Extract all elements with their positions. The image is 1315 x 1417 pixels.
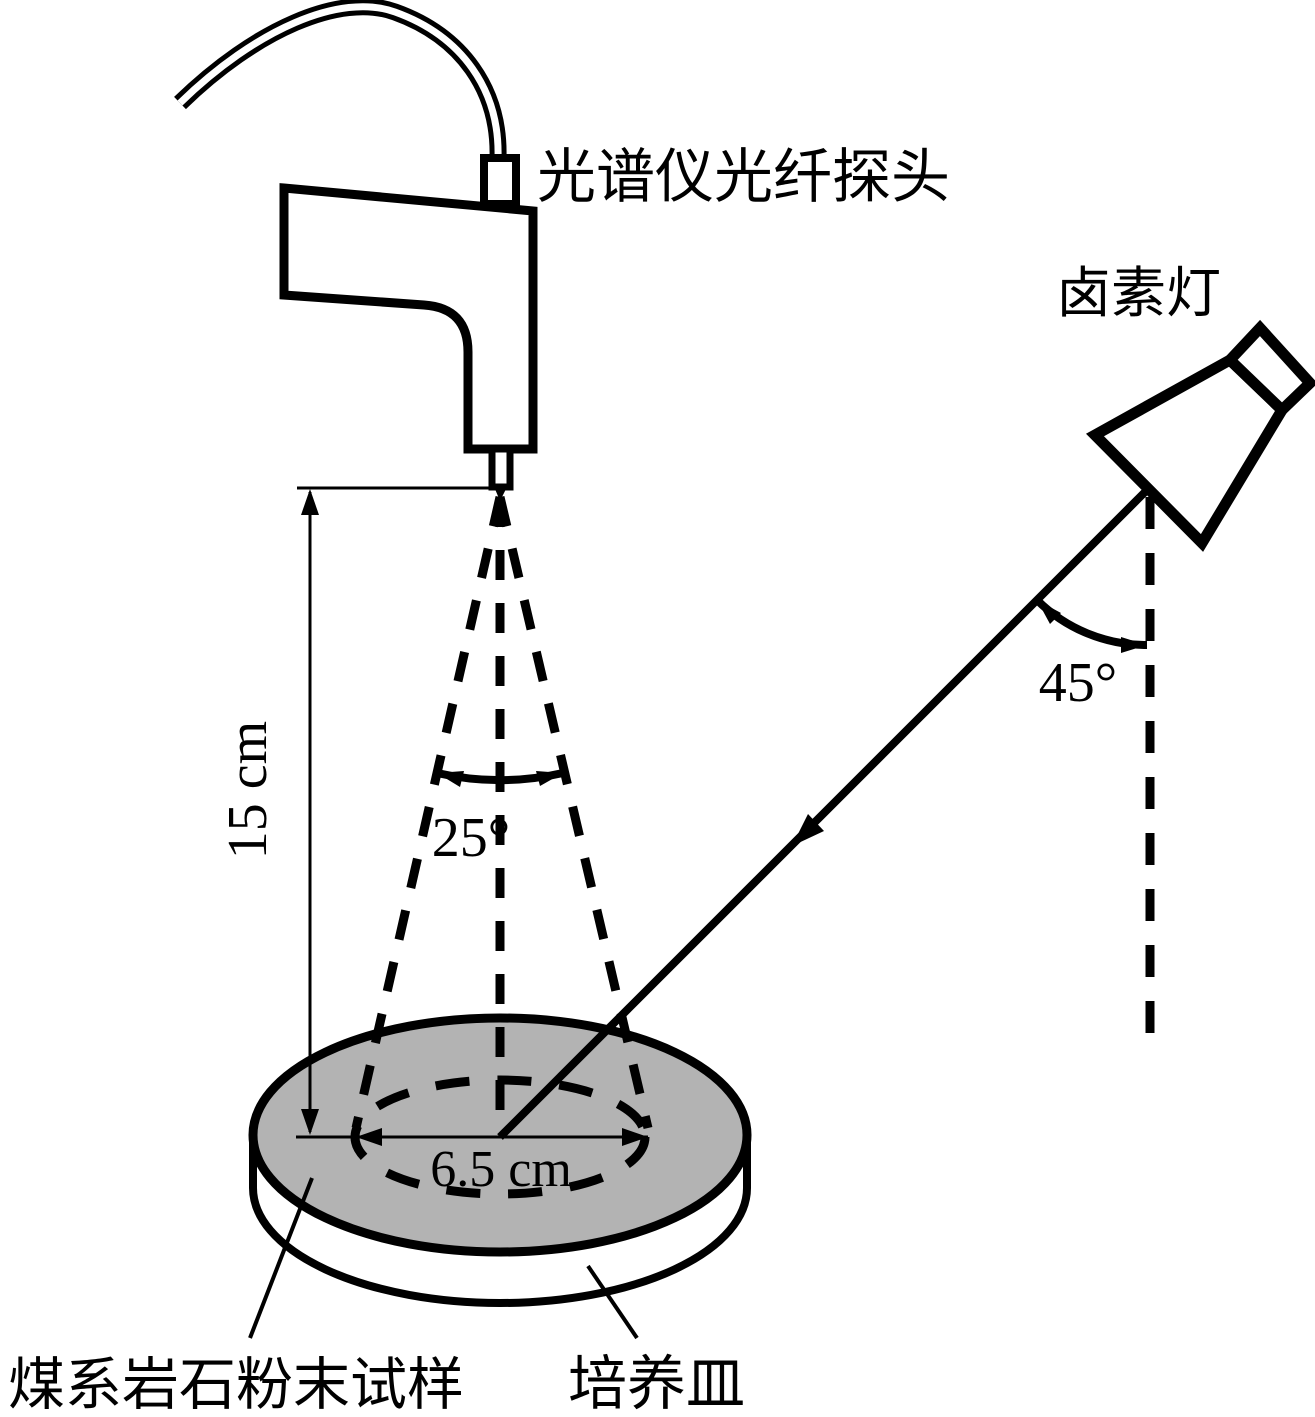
cone-angle-dimension: 25° — [432, 769, 564, 869]
height-dimension-arrow-up — [301, 489, 319, 515]
lamp-angle-arc — [1034, 597, 1148, 650]
light-beam — [497, 486, 1151, 1140]
dish-leader-line — [586, 1264, 639, 1340]
fiber-probe: 光谱仪光纤探头 — [174, 0, 950, 501]
sample-label: 煤系岩石粉末试样 — [8, 1354, 464, 1417]
height-label: 15 cm — [217, 721, 279, 859]
lamp-angle-arrow-top — [1037, 600, 1061, 624]
spot-diameter-label: 6.5 cm — [430, 1141, 572, 1198]
beam-arrowhead — [792, 814, 824, 846]
halogen-lamp: 45° 卤素灯 — [497, 263, 1315, 1140]
annotations: 煤系岩石粉末试样 培养皿 — [8, 1177, 745, 1417]
lamp-angle-arrow-bottom — [1121, 637, 1147, 653]
probe-view-cone — [351, 495, 653, 1130]
height-dimension: 15 cm — [217, 486, 495, 1135]
lamp-cap — [1222, 319, 1315, 418]
lamp-label: 卤素灯 — [1056, 263, 1221, 324]
probe-tip-nub — [495, 489, 506, 501]
dish-label: 培养皿 — [568, 1351, 745, 1417]
cone-angle-label: 25° — [432, 807, 510, 869]
lamp-angle-label: 45° — [1039, 652, 1117, 714]
fiber-cable-outer — [174, 0, 507, 159]
cone-right-edge — [495, 495, 653, 1130]
probe-label: 光谱仪光纤探头 — [537, 144, 950, 210]
spot-diameter-arrow-left — [356, 1128, 382, 1146]
petri-dish — [248, 1013, 752, 1307]
sample-leader-line — [248, 1177, 314, 1339]
spot-diameter-dimension: 6.5 cm — [296, 1128, 648, 1198]
cable-connector — [480, 154, 520, 208]
cone-left-edge — [351, 495, 505, 1130]
probe-tip — [488, 445, 514, 491]
cone-angle-arrow-left — [437, 771, 464, 787]
cone-angle-arrow-right — [536, 771, 563, 786]
fiber-cable-core — [177, 3, 502, 159]
spot-diameter-arrow-right — [622, 1128, 648, 1146]
height-dimension-arrow-down — [301, 1109, 319, 1135]
probe-body — [279, 183, 538, 454]
